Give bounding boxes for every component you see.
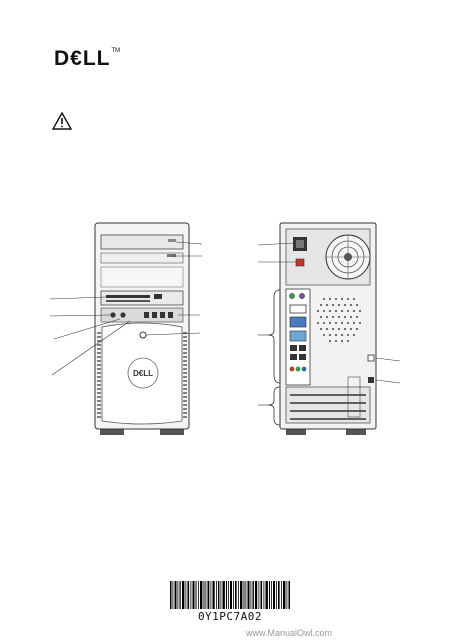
computer-illustration: D€LL [49, 222, 401, 435]
front-dell-badge: D€LL [133, 369, 153, 378]
trademark-mark: TM [111, 48, 121, 54]
logo-text: D€LL [54, 47, 111, 70]
barcode-number: 0Y1PC7A02 [197, 610, 263, 623]
dell-logo: D€LLTM [54, 48, 124, 70]
barcode [170, 581, 290, 609]
back-view [257, 222, 401, 435]
warning-icon [52, 112, 72, 130]
front-view: D€LL [49, 222, 203, 435]
watermark-text: www.ManualOwl.com [246, 628, 333, 638]
